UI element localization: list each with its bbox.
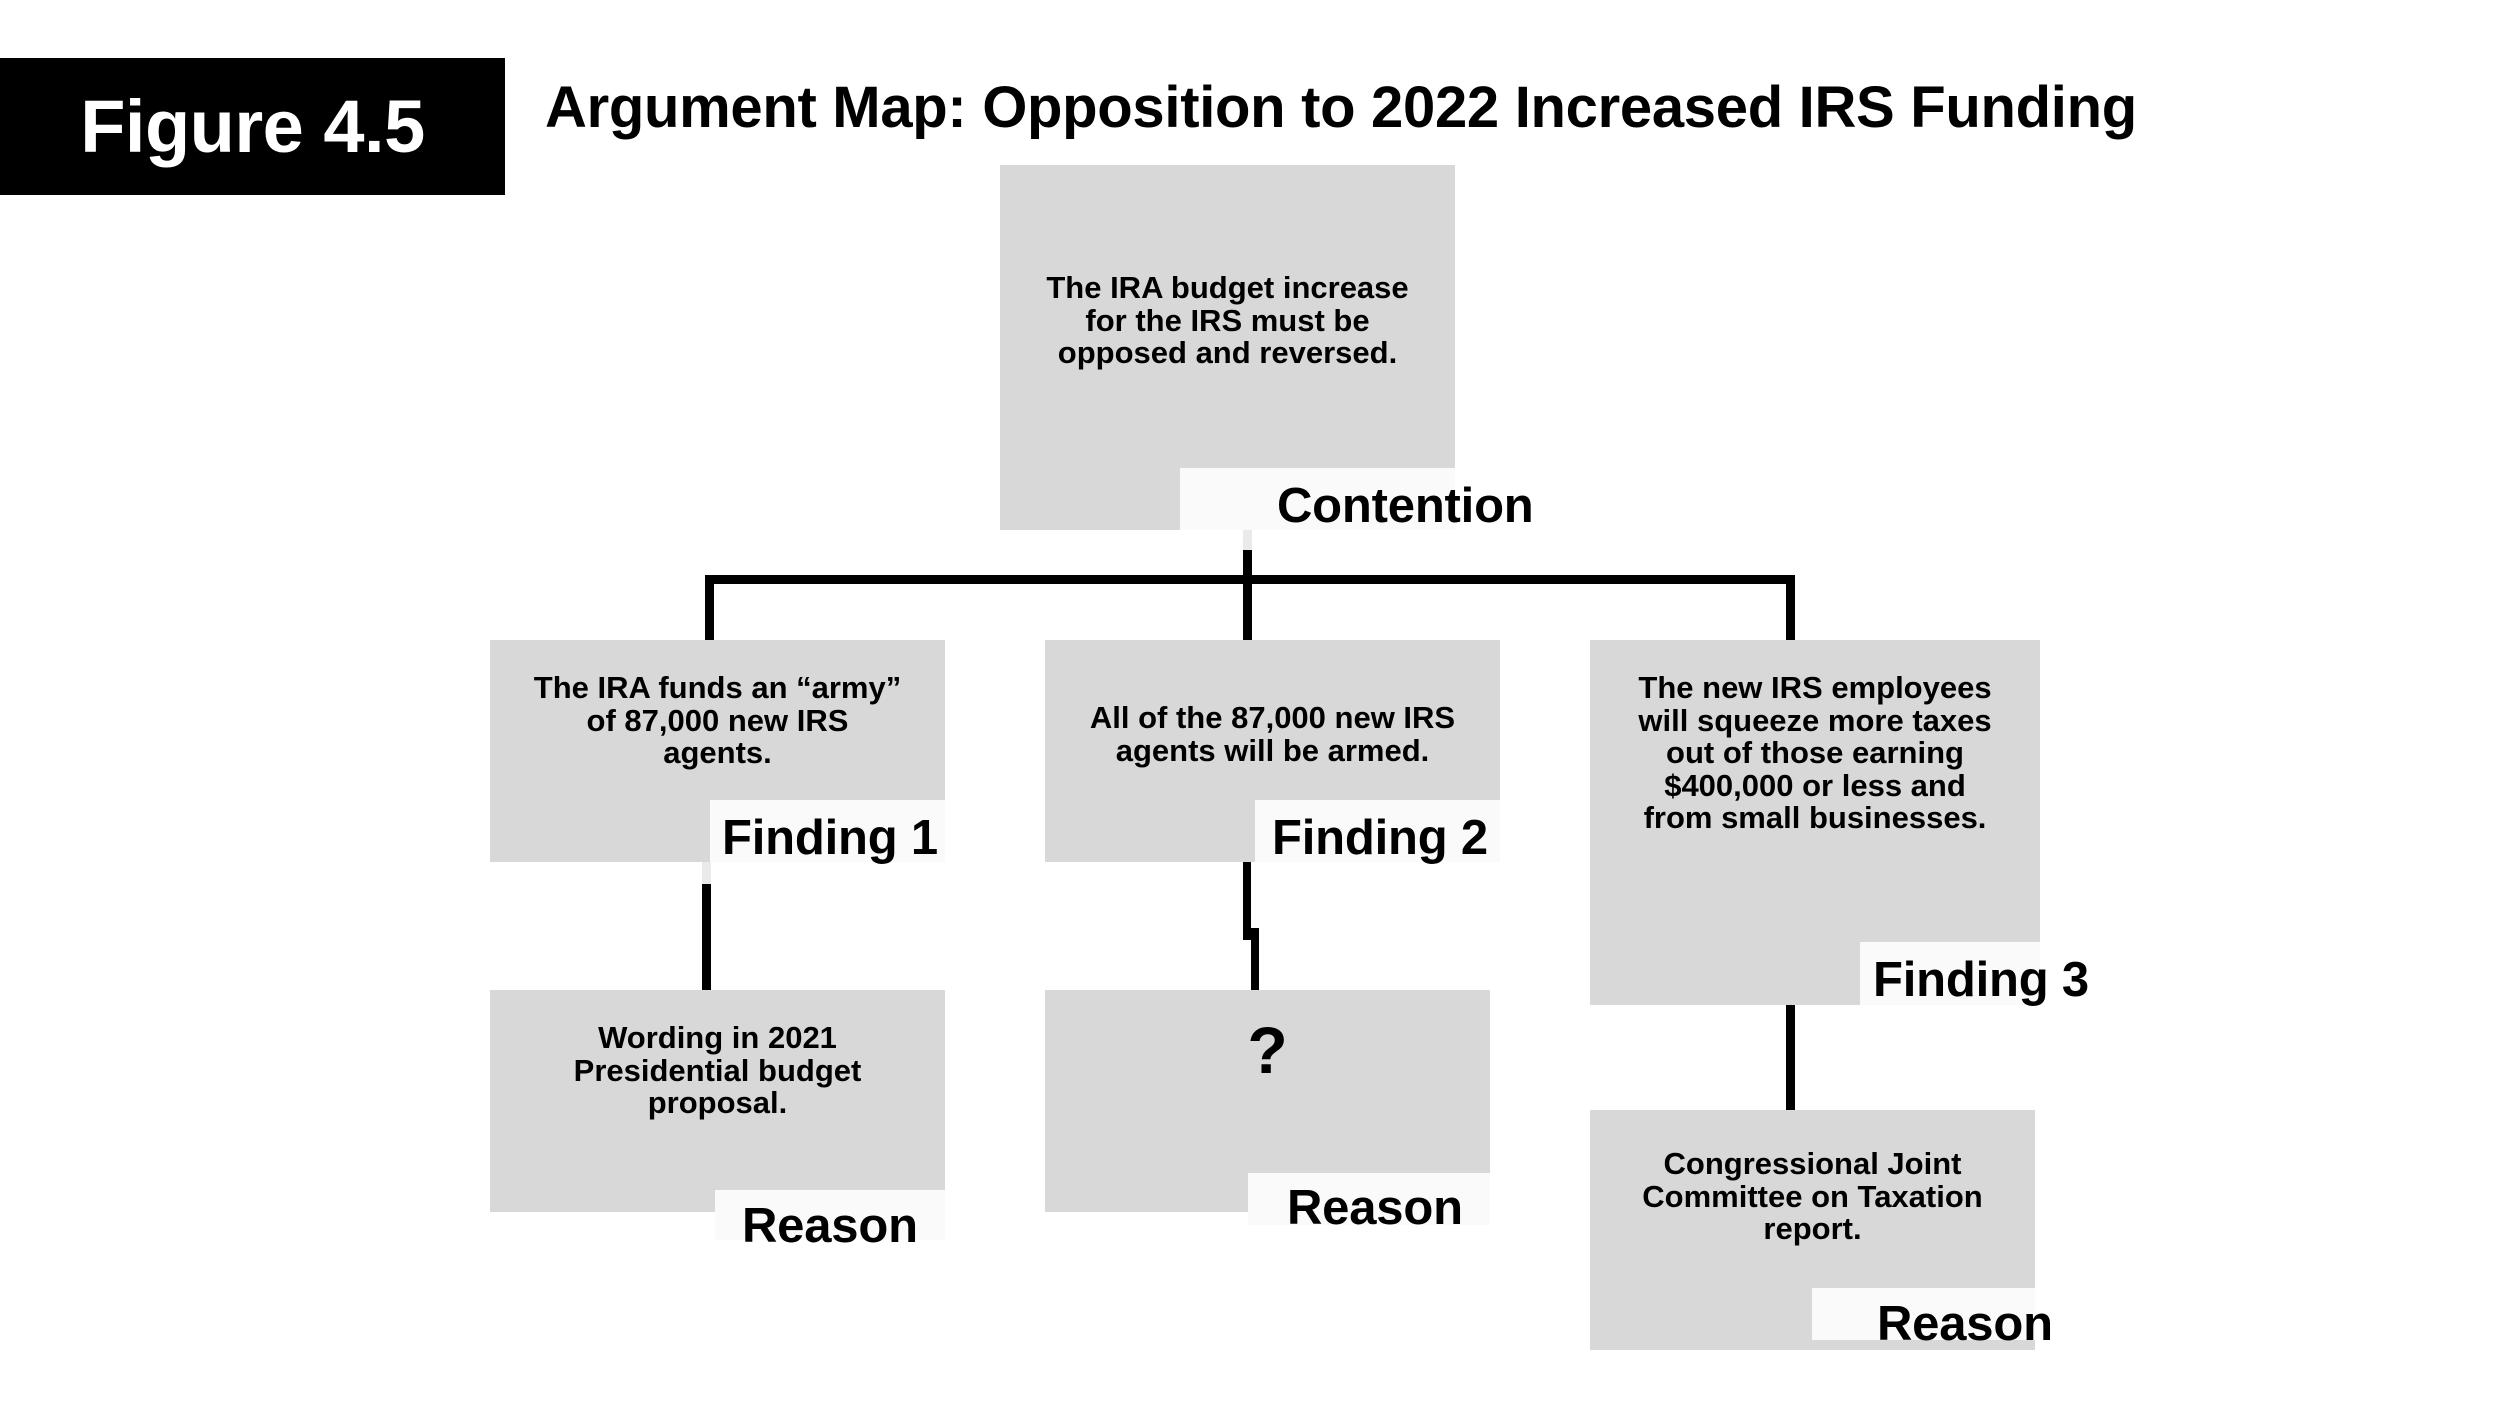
node-contention-label-background bbox=[1180, 468, 1455, 530]
connector-bar-to-finding3 bbox=[1786, 575, 1795, 643]
node-reason-1-text: Wording in 2021 Presidential budget prop… bbox=[573, 1020, 862, 1121]
connector-contention-stem-masked bbox=[1243, 530, 1252, 568]
connector-finding1-to-reason1-masked bbox=[702, 862, 711, 886]
node-reason-1-label: Reason bbox=[742, 1199, 918, 1253]
node-finding-3-label-background bbox=[1860, 942, 2040, 1005]
node-reason-2-text: ? bbox=[1247, 1013, 1288, 1087]
node-finding-1-label-background bbox=[710, 800, 945, 862]
connector-finding2-to-reason2-upper bbox=[1243, 860, 1251, 940]
node-finding-1-text: The IRA funds an “army” of 87,000 new IR… bbox=[533, 670, 902, 771]
connector-finding1-to-reason1 bbox=[702, 884, 711, 992]
node-finding-2-label-background bbox=[1255, 800, 1500, 862]
figure-number-tag: Figure 4.5 bbox=[0, 58, 505, 195]
connector-bar-to-finding2 bbox=[1243, 575, 1252, 643]
node-finding-1-label: Finding 1 bbox=[722, 811, 938, 865]
node-finding-3-text: The new IRS employees will squeeze more … bbox=[1638, 670, 1992, 836]
node-finding-2-text: All of the 87,000 new IRS agents will be… bbox=[1089, 700, 1456, 768]
figure-title: Argument Map: Opposition to 2022 Increas… bbox=[545, 74, 2137, 140]
node-contention[interactable]: The IRA budget increase for the IRS must… bbox=[1000, 165, 1455, 530]
node-reason-2-label: Reason bbox=[1287, 1181, 1463, 1235]
node-reason-3-text: Congressional Joint Committee on Taxatio… bbox=[1642, 1146, 1983, 1247]
node-reason-3-label-background bbox=[1812, 1288, 2035, 1340]
node-reason-2-label-background bbox=[1248, 1173, 1490, 1225]
connector-finding2-to-reason2-lower bbox=[1251, 928, 1259, 992]
node-reason-1-body bbox=[490, 990, 945, 1212]
node-contention-label: Contention bbox=[1277, 479, 1534, 533]
node-finding-3[interactable]: The new IRS employees will squeeze more … bbox=[1590, 640, 2040, 1005]
connector-bar-to-finding1 bbox=[705, 575, 714, 643]
node-finding-2-label: Finding 2 bbox=[1272, 811, 1488, 865]
node-finding-3-label: Finding 3 bbox=[1873, 953, 2089, 1007]
node-reason-1[interactable]: Wording in 2021 Presidential budget prop… bbox=[490, 990, 945, 1212]
connector-finding3-to-reason3 bbox=[1786, 1005, 1795, 1113]
node-contention-text: The IRA budget increase for the IRS must… bbox=[1046, 270, 1409, 371]
node-reason-3-label: Reason bbox=[1877, 1297, 2053, 1351]
node-reason-1-label-background bbox=[715, 1190, 945, 1240]
connector-contention-stem bbox=[1243, 550, 1252, 583]
